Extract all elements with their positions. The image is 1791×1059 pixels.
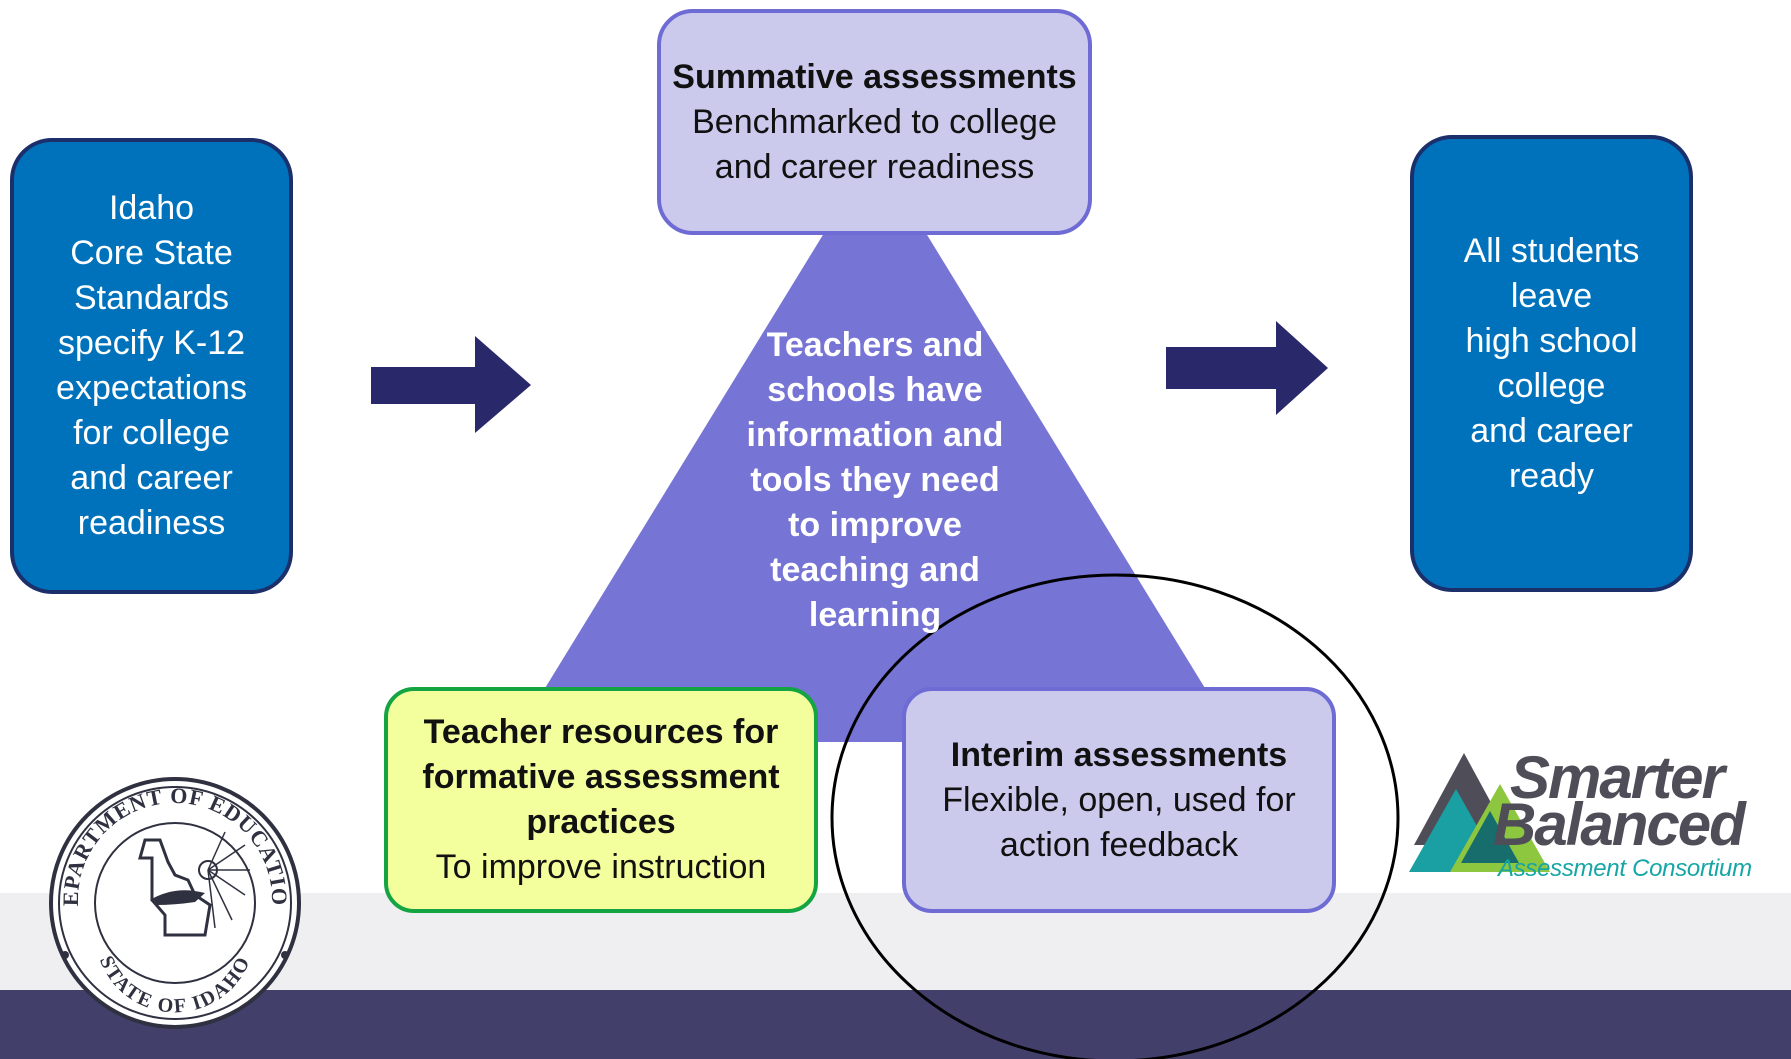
standards-line: Core State (70, 234, 233, 272)
arrow-right-left (371, 336, 531, 433)
smarter-balanced-logo-word: Balanced (1493, 791, 1746, 858)
summative-title: Summative assessments (672, 57, 1077, 96)
smarter-balanced-logo-word: Smarter (1510, 744, 1725, 811)
outcome-box: All students leave high school college a… (1410, 135, 1693, 592)
summative-assessments-box: Summative assessments Benchmarked to col… (657, 9, 1092, 235)
footer-dark-band (0, 990, 1791, 1059)
outcome-line: ready (1508, 456, 1595, 495)
outcome-line: college (1497, 366, 1606, 405)
interim-assessments-box: Interim assessments Flexible, open, used… (902, 687, 1336, 913)
standards-box: Idaho Core State Standards specify K-12 … (10, 138, 293, 594)
standards-line: Standards (74, 279, 229, 317)
standards-line: Idaho (108, 189, 195, 227)
center-line: teaching and (770, 551, 980, 589)
standards-line: and career (70, 459, 233, 497)
outcome-line: and career (1470, 411, 1633, 450)
center-triangle (512, 150, 1238, 742)
center-line: to improve (788, 506, 962, 544)
center-line: tools they need (750, 461, 1000, 499)
standards-line: specify K-12 (57, 324, 246, 362)
standards-line: expectations (56, 369, 247, 407)
center-line: learning (808, 596, 942, 634)
smarter-balanced-tagline: Assessment Consortium (1498, 855, 1752, 882)
arrow-right-right (1166, 321, 1328, 415)
outcome-line: All students (1463, 231, 1640, 270)
outcome-line: leave (1510, 276, 1593, 315)
summative-subtitle: Benchmarked to college and career readin… (692, 102, 1057, 186)
outcome-line: high school (1465, 321, 1638, 360)
formative-subtitle: To improve instruction (435, 848, 767, 886)
standards-line: readiness (77, 504, 226, 542)
smarter-balanced-logo-icon (1409, 753, 1550, 872)
interim-highlight-ellipse (830, 573, 1400, 1059)
triangle-center-text: Teachers and schools have information an… (700, 323, 1050, 638)
center-line: Teachers and (766, 326, 984, 364)
interim-title: Interim assessments (950, 735, 1288, 774)
interim-subtitle: Flexible, open, used for action feedback (942, 780, 1296, 864)
center-line: schools have (767, 371, 983, 409)
formative-title: Teacher resources for formative assessme… (422, 713, 780, 841)
lamp-icon (150, 890, 205, 905)
standards-line: for college (73, 414, 230, 452)
formative-resources-box: Teacher resources for formative assessme… (384, 687, 818, 913)
center-line: information and (746, 416, 1004, 454)
